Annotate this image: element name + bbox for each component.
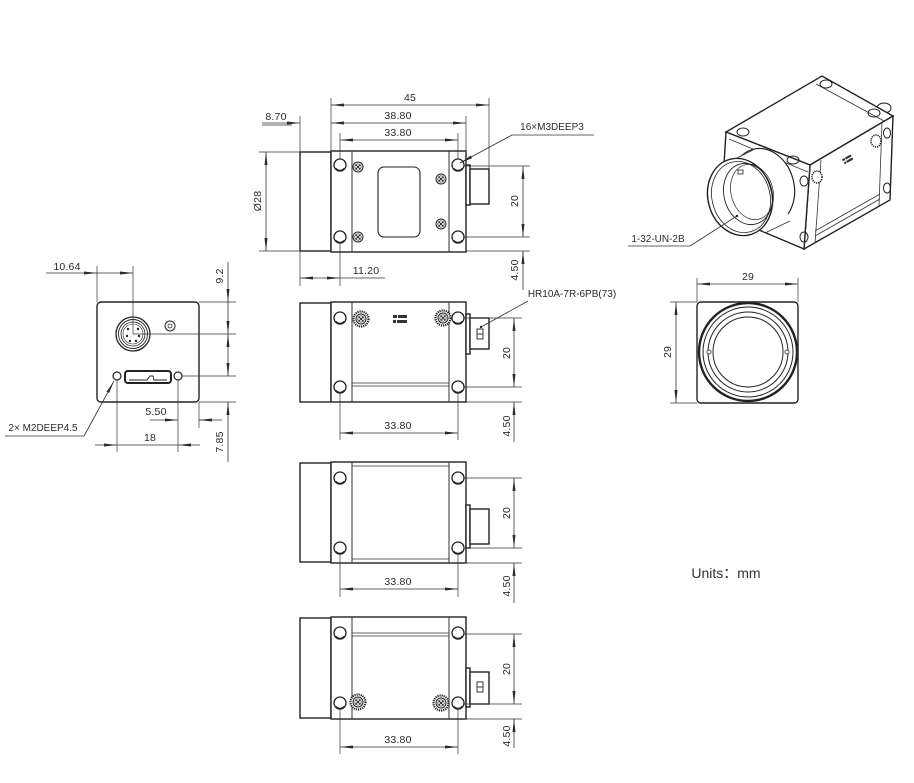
dim-hole-spacing: 33.80 [384, 576, 411, 588]
dim-hole-vertical: 20 [509, 195, 521, 207]
mount-hole-icon [333, 158, 347, 172]
mount-notch-icon [706, 349, 712, 355]
iso-screw-icon [870, 134, 882, 148]
dim-hole-vertical: 20 [501, 507, 513, 519]
mount-hole-icon [451, 471, 465, 485]
connector-housing [469, 168, 490, 205]
top-view: 45 38.80 8.70 33.80 Ø28 11.20 20 4.50 16… [252, 92, 594, 290]
lens-mount-ring [702, 306, 794, 398]
dim-hole-vertical: 20 [501, 663, 513, 675]
connector-housing [469, 671, 490, 705]
units-label: Units：mm [691, 565, 760, 581]
callout-lens-thread-text: 1-32-UN-2B [631, 234, 685, 245]
status-led-icon [164, 320, 176, 332]
mount-hole-icon [333, 230, 347, 244]
mount-hole-icon [112, 371, 122, 381]
iso-screw-icon [811, 170, 823, 184]
dim-hole-edge: 4.50 [501, 575, 513, 596]
lens-mount [299, 302, 332, 403]
iso-hole-icon [883, 127, 891, 139]
screw-icon [352, 231, 364, 243]
dim-lens-diameter: Ø28 [252, 191, 264, 211]
dim-width: 29 [742, 271, 754, 283]
back-view-extension-lines [96, 266, 236, 452]
back-view: 10.64 9.2 7.85 5.50 18 2× M2DEEP4.5 [5, 261, 236, 462]
usb-port-icon [124, 370, 172, 384]
back-panel [96, 301, 200, 403]
mount-hole-icon [333, 626, 347, 640]
dim-height: 29 [662, 346, 674, 358]
mount-hole-icon [451, 158, 465, 172]
side-view-3-extension-lines [339, 633, 522, 754]
lens-mount [299, 617, 332, 719]
isometric-view: 1-32-UN-2B [628, 75, 895, 251]
iso-hole-icon [736, 127, 750, 137]
callout-lens-thread: 1-32-UN-2B [628, 214, 739, 247]
dim-hole-spacing: 33.80 [384, 127, 411, 139]
dim-lens-to-hole: 11.20 [353, 265, 380, 277]
dim-top-offset: 9.2 [214, 268, 226, 283]
dim-body-length: 38.80 [384, 110, 411, 122]
dim-bottom-offset: 7.85 [214, 431, 226, 452]
connector-housing [469, 508, 490, 545]
mount-hole-icon [333, 696, 347, 710]
lens-mount-outer-ring [697, 301, 799, 403]
iso-hole-icon [799, 231, 809, 243]
label-window [377, 166, 421, 238]
iso-hole-icon [799, 175, 809, 187]
iso-hole-icon [867, 108, 881, 118]
side-view-2-extension-lines [339, 477, 522, 597]
callout-back-holes: 2× M2DEEP4.5 [5, 380, 115, 437]
front-view: 29 29 [662, 271, 799, 404]
side-view-3: 33.80 20 4.50 [299, 616, 522, 754]
screw-icon [351, 695, 366, 710]
screw-icon [435, 173, 447, 185]
iso-hole-icon [819, 79, 833, 89]
screw-icon [354, 312, 369, 327]
callout-back-holes-text: 2× M2DEEP4.5 [8, 423, 78, 434]
side-view-1: 33.80 20 4.50 HR10A-7R-6PB(73) [299, 289, 616, 442]
lens-mount-aperture [712, 316, 784, 388]
mount-hole-icon [451, 696, 465, 710]
dim-hole-edge: 4.50 [501, 415, 513, 436]
mount-notch-icon [784, 349, 790, 355]
dim-connector-offset: 10.64 [53, 261, 80, 273]
lens-mount [299, 151, 332, 252]
mount-hole-icon [451, 311, 465, 325]
mount-hole-icon [451, 541, 465, 555]
mount-hole-icon [333, 380, 347, 394]
camera-body [330, 461, 467, 564]
mount-hole-icon [173, 371, 183, 381]
dim-lens-length: 8.70 [265, 111, 286, 123]
screw-icon [436, 311, 451, 326]
screw-icon [352, 161, 364, 173]
dim-overall-length: 45 [404, 92, 416, 104]
iso-lens-mount [706, 147, 796, 237]
dim-hole-vertical: 20 [501, 347, 513, 359]
mount-hole-icon [451, 380, 465, 394]
dim-hole-edge: 4.50 [509, 259, 521, 280]
lens-mount [299, 462, 332, 563]
iso-hole-icon [883, 182, 891, 194]
dim-hole-edge: 5.50 [145, 406, 166, 418]
iso-hole-icon [786, 155, 800, 165]
screw-icon [434, 696, 449, 711]
mount-hole-icon [333, 311, 347, 325]
side-view-2: 33.80 20 4.50 [299, 461, 522, 603]
dim-hole-edge: 4.50 [501, 725, 513, 746]
dim-hole-spacing: 33.80 [384, 734, 411, 746]
mount-hole-icon [333, 541, 347, 555]
callout-connector: HR10A-7R-6PB(73) [479, 289, 616, 329]
mount-hole-icon [333, 471, 347, 485]
connector-housing [469, 317, 490, 350]
dim-hole-spacing: 18 [144, 432, 156, 444]
callout-mount-holes-text: 16×M3DEEP3 [520, 122, 584, 133]
screw-icon [435, 218, 447, 230]
mount-hole-icon [451, 626, 465, 640]
callout-mount-holes: 16×M3DEEP3 [459, 122, 594, 164]
mount-hole-icon [451, 230, 465, 244]
callout-connector-text: HR10A-7R-6PB(73) [528, 289, 616, 300]
dim-hole-spacing: 33.80 [384, 420, 411, 432]
